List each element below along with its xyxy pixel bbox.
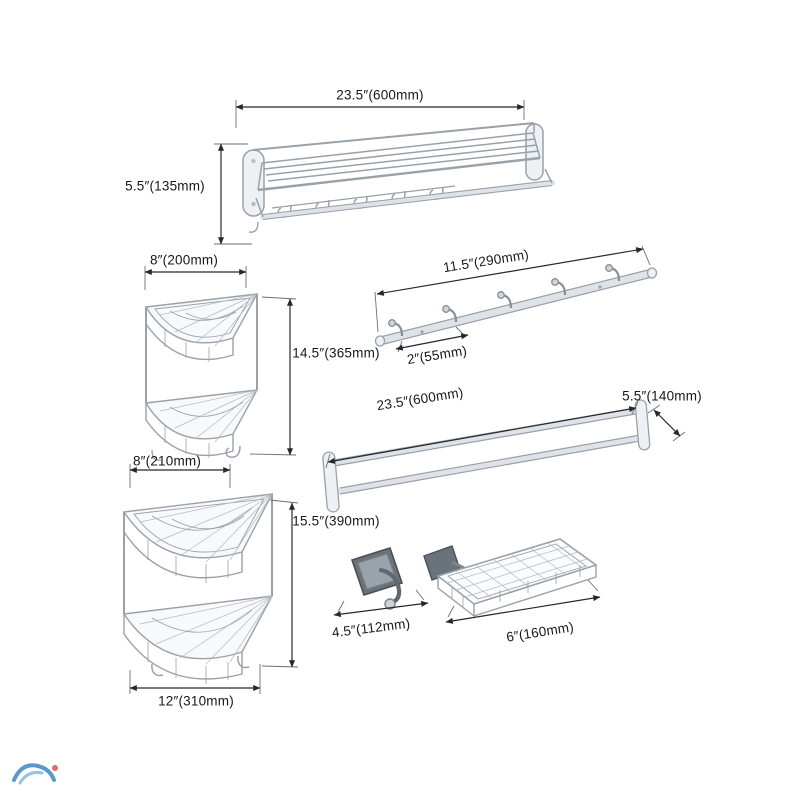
dim-corner-small-width: 8″(200mm) bbox=[149, 252, 219, 268]
hook-rail-drawing bbox=[374, 264, 658, 347]
dim-corner-large-base: 12″(310mm) bbox=[158, 693, 234, 709]
robe-hook-drawing bbox=[350, 547, 404, 610]
double-towel-bar-drawing bbox=[322, 399, 651, 513]
dim-towel-rack-height: 5.5″(135mm) bbox=[125, 178, 205, 194]
dim-corner-large-height: 15.5″(390mm) bbox=[292, 513, 380, 529]
soap-basket-drawing bbox=[423, 538, 598, 618]
dim-corner-small-height: 14.5″(365mm) bbox=[292, 345, 380, 361]
watermark-logo bbox=[12, 763, 58, 785]
corner-basket-small-drawing bbox=[144, 293, 259, 461]
dim-corner-large-width: 8″(210mm) bbox=[132, 453, 202, 469]
towel-rack-drawing bbox=[242, 122, 555, 233]
dim-towel-bar-depth: 5.5″(140mm) bbox=[622, 388, 702, 404]
dim-towel-rack-width: 23.5″(600mm) bbox=[336, 87, 424, 103]
corner-basket-large-drawing bbox=[122, 493, 274, 684]
dimension-lines bbox=[129, 103, 681, 692]
